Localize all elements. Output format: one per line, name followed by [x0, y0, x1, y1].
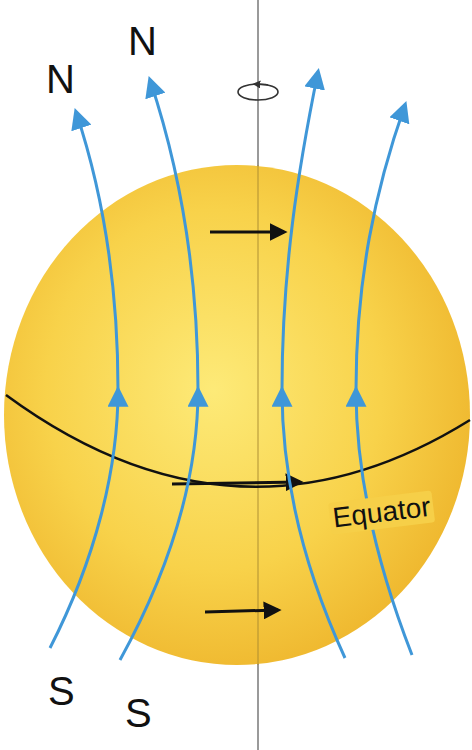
pole-label: S — [125, 690, 152, 736]
pole-label: N — [46, 56, 75, 102]
pole-label: N — [128, 18, 157, 64]
rotation-axis — [257, 0, 259, 750]
magnetic-field-line — [282, 72, 345, 658]
magnetic-field-line — [356, 105, 412, 655]
rotation-axis-inside — [257, 165, 259, 665]
pole-label: S — [48, 668, 75, 714]
equator-line — [6, 395, 470, 487]
rotation-direction-arrow — [172, 482, 300, 484]
magnetic-field-line — [120, 80, 198, 660]
rotation-direction-arrow — [210, 231, 284, 234]
rotation-arrow — [254, 84, 268, 85]
rotation-symbol — [238, 84, 278, 100]
rotation-direction-arrow — [205, 610, 278, 612]
sun-sphere — [4, 165, 470, 665]
magnetic-field-line — [50, 112, 118, 648]
